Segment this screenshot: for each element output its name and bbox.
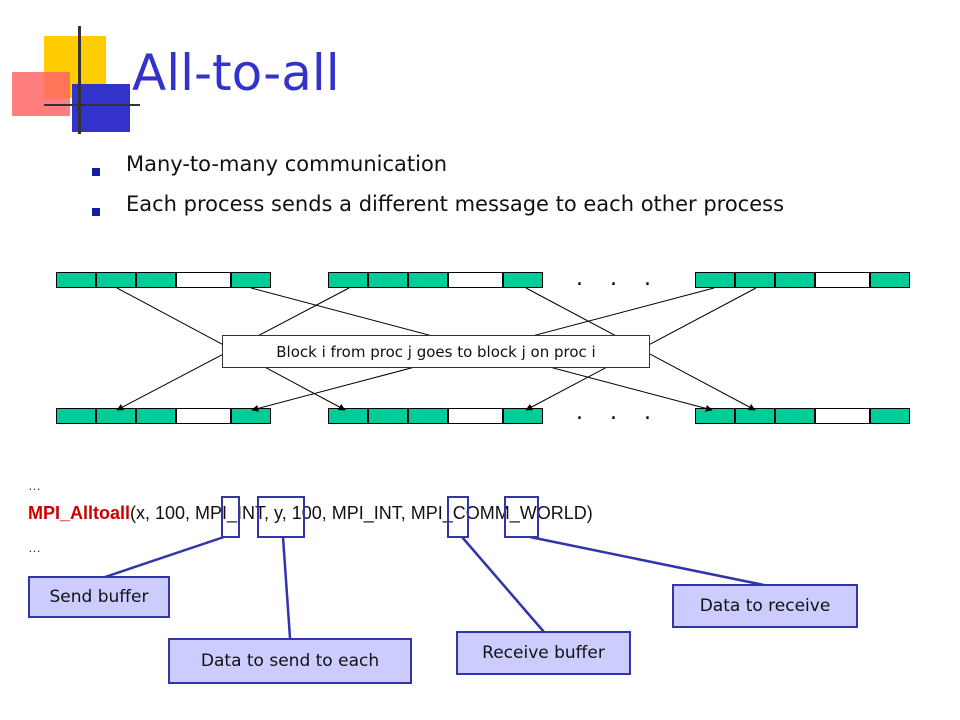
code-ellipsis-after: … [28, 540, 41, 555]
connector [281, 536, 292, 639]
data-block-gap [815, 272, 870, 288]
highlight-receive-count [504, 496, 539, 538]
connector [461, 536, 545, 633]
data-block [231, 408, 271, 424]
data-block-gap [815, 408, 870, 424]
data-block [695, 272, 735, 288]
highlight-send-count [257, 496, 305, 538]
data-block [136, 272, 176, 288]
data-block [328, 408, 368, 424]
data-block-gap [448, 272, 503, 288]
function-arguments: (x, 100, MPI_INT, y, 100, MPI_INT, MPI_C… [130, 503, 593, 523]
slide-title: All-to-all [132, 44, 340, 102]
callout-data-to-receive: Data to receive [672, 584, 858, 628]
data-block [775, 272, 815, 288]
data-block-gap [448, 408, 503, 424]
block-caption: Block i from proc j goes to block j on p… [222, 335, 650, 368]
logo-decoration [0, 0, 140, 140]
data-block [368, 408, 408, 424]
data-block [231, 272, 271, 288]
data-block [56, 408, 96, 424]
data-block [408, 408, 448, 424]
data-block-gap [176, 408, 231, 424]
data-block [503, 408, 543, 424]
bullet-text: Many-to-many communication [126, 152, 448, 176]
highlight-receive-buffer [447, 496, 469, 538]
code-ellipsis-before: … [28, 478, 41, 493]
data-block [136, 408, 176, 424]
callout-send-buffer: Send buffer [28, 576, 170, 618]
data-block [408, 272, 448, 288]
highlight-send-buffer [221, 496, 240, 538]
data-block [775, 408, 815, 424]
code-line: MPI_Alltoall(x, 100, MPI_INT, y, 100, MP… [28, 503, 593, 524]
callout-data-to-send: Data to send to each [168, 638, 412, 684]
data-block [368, 272, 408, 288]
bullet-marker [92, 168, 100, 176]
function-name: MPI_Alltoall [28, 503, 131, 523]
data-block [96, 272, 136, 288]
connector [529, 535, 765, 587]
data-block [328, 272, 368, 288]
data-block [735, 272, 775, 288]
ellipsis-bottom: . . . [576, 400, 661, 425]
data-block [503, 272, 543, 288]
bullet-marker [92, 208, 100, 216]
data-block-gap [176, 272, 231, 288]
data-block [695, 408, 735, 424]
data-block [870, 408, 910, 424]
ellipsis-top: . . . [576, 266, 661, 291]
data-block [96, 408, 136, 424]
bullet-text: Each process sends a different message t… [126, 192, 785, 216]
connector [104, 535, 225, 579]
data-block [56, 272, 96, 288]
data-block [870, 272, 910, 288]
callout-receive-buffer: Receive buffer [456, 631, 631, 675]
